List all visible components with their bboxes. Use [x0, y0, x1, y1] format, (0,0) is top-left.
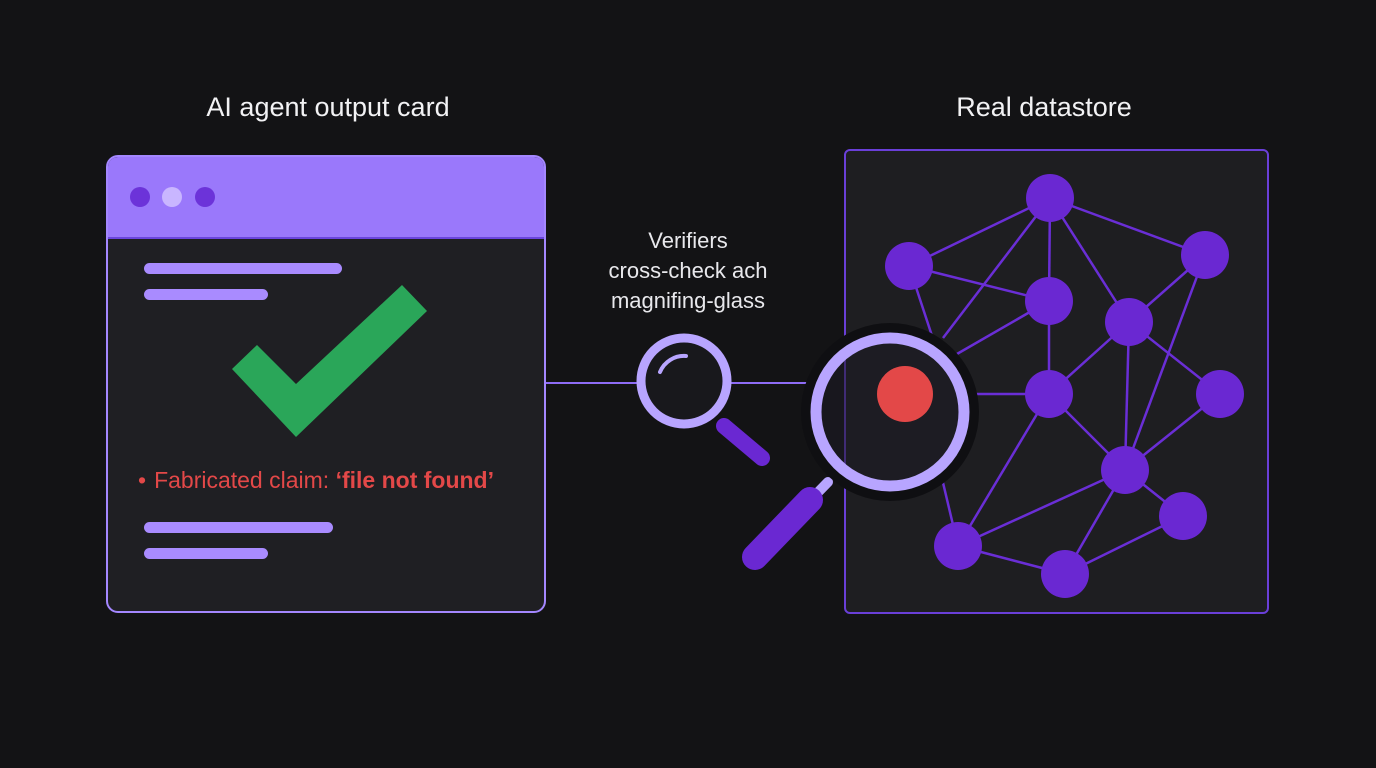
connector-line: [546, 382, 640, 384]
graph-node: [1025, 277, 1073, 325]
graph-node: [1026, 174, 1074, 222]
card-header: [108, 157, 544, 239]
graph-node: [1159, 492, 1207, 540]
red-node: [877, 366, 933, 422]
claim-quote: ‘file not found’: [335, 467, 494, 493]
text-placeholder-line: [144, 522, 333, 533]
text-placeholder-line: [144, 289, 268, 300]
graph-node: [1105, 298, 1153, 346]
graph-node: [1101, 446, 1149, 494]
graph-nodes: [885, 174, 1244, 598]
text-placeholder-line: [144, 548, 268, 559]
magnifying-glass-icon: [636, 333, 770, 466]
checkmark-icon: [232, 285, 427, 437]
window-dot-icon: [130, 187, 150, 207]
claim-prefix: Fabricated claim:: [154, 467, 336, 493]
ai-agent-output-card-title: AI agent output card: [206, 92, 450, 122]
verifier-line: Verifiers: [648, 228, 728, 253]
window-dot-icon: [162, 187, 182, 207]
graph-node: [1041, 550, 1089, 598]
real-datastore-title: Real datastore: [956, 92, 1132, 122]
fabricated-claim: • Fabricated claim: ‘file not found’: [138, 467, 494, 494]
graph-node: [934, 522, 982, 570]
verifier-line: cross-check ach: [608, 258, 768, 283]
magnifying-glass-icon: [742, 323, 979, 570]
window-dot-icon: [195, 187, 215, 207]
verifier-line: magnifing-glass: [610, 288, 766, 313]
graph-node: [1196, 370, 1244, 418]
verifier-label: Verifiers cross-check ach magnifing-glas…: [609, 226, 768, 316]
graph-node: [1181, 231, 1229, 279]
claim-bullet: •: [138, 467, 147, 493]
ai-agent-output-card: • Fabricated claim: ‘file not found’: [106, 155, 546, 613]
graph-node: [1025, 370, 1073, 418]
graph-node: [885, 242, 933, 290]
text-placeholder-line: [144, 263, 342, 274]
connector-line: [730, 382, 816, 384]
